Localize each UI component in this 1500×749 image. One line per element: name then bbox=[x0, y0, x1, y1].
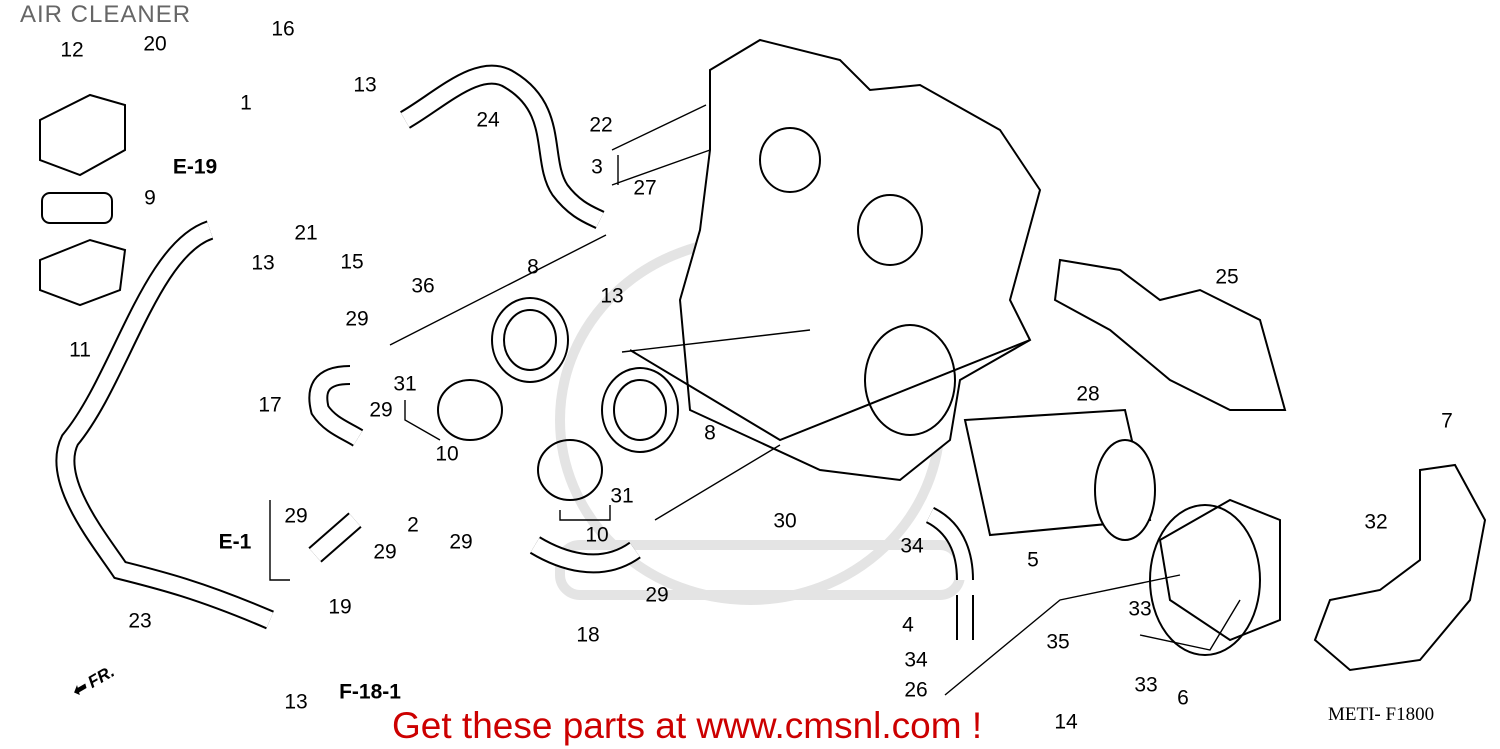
callout-7[interactable]: 7 bbox=[1441, 409, 1453, 433]
callout-3[interactable]: 3 bbox=[591, 155, 603, 179]
band-10-upper bbox=[437, 379, 503, 441]
callout-8[interactable]: 8 bbox=[704, 421, 716, 445]
callout-5[interactable]: 5 bbox=[1027, 548, 1039, 572]
callout-28[interactable]: 28 bbox=[1076, 382, 1100, 406]
callout-11[interactable]: 11 bbox=[69, 338, 91, 362]
callout-29[interactable]: 29 bbox=[449, 530, 473, 554]
callout-25[interactable]: 25 bbox=[1215, 265, 1239, 289]
callout-18[interactable]: 18 bbox=[576, 623, 600, 647]
callout-10[interactable]: 10 bbox=[435, 442, 459, 466]
diagram-code: METI- F1800 bbox=[1328, 704, 1435, 725]
callout-21[interactable]: 21 bbox=[294, 221, 318, 245]
callout-35[interactable]: 35 bbox=[1046, 630, 1070, 654]
callout-15[interactable]: 15 bbox=[340, 250, 364, 274]
callout-23[interactable]: 23 bbox=[128, 609, 152, 633]
callout-24[interactable]: 24 bbox=[476, 108, 500, 132]
callout-13[interactable]: 13 bbox=[600, 284, 624, 308]
callout-8[interactable]: 8 bbox=[527, 255, 539, 279]
callout-29[interactable]: 29 bbox=[645, 583, 669, 607]
callout-10[interactable]: 10 bbox=[585, 523, 609, 547]
callout-2[interactable]: 2 bbox=[407, 513, 419, 537]
callout-36[interactable]: 36 bbox=[411, 274, 435, 298]
callout-13[interactable]: 13 bbox=[353, 73, 377, 97]
callout-31[interactable]: 31 bbox=[393, 372, 417, 396]
callout-1[interactable]: 1 bbox=[240, 91, 252, 115]
callout-12[interactable]: 12 bbox=[60, 38, 84, 62]
holder-11 bbox=[39, 238, 127, 307]
callout-34[interactable]: 34 bbox=[904, 648, 928, 672]
callout-4[interactable]: 4 bbox=[902, 613, 914, 637]
air-cleaner-case bbox=[678, 38, 1042, 482]
callout-22[interactable]: 22 bbox=[589, 113, 613, 137]
promo-banner[interactable]: Get these parts at www.cmsnl.com ! bbox=[392, 705, 983, 746]
callout-33[interactable]: 33 bbox=[1128, 597, 1152, 621]
reference-e-1[interactable]: E-1 bbox=[218, 530, 252, 554]
callout-30[interactable]: 30 bbox=[773, 509, 797, 533]
reference-f-18-1[interactable]: F-18-1 bbox=[339, 680, 401, 704]
callout-19[interactable]: 19 bbox=[328, 595, 352, 619]
callout-32[interactable]: 32 bbox=[1364, 510, 1388, 534]
duct-7 bbox=[1313, 463, 1487, 672]
sponge-9 bbox=[41, 192, 113, 224]
callout-9[interactable]: 9 bbox=[144, 186, 156, 210]
callout-31[interactable]: 31 bbox=[610, 484, 634, 508]
band-10-lower bbox=[537, 439, 603, 501]
callout-33[interactable]: 33 bbox=[1134, 673, 1158, 697]
callout-13[interactable]: 13 bbox=[284, 690, 308, 714]
callout-34[interactable]: 34 bbox=[900, 534, 924, 558]
callout-29[interactable]: 29 bbox=[345, 307, 369, 331]
callout-26[interactable]: 26 bbox=[904, 678, 928, 702]
cover-6 bbox=[1158, 498, 1281, 642]
callout-6[interactable]: 6 bbox=[1177, 686, 1189, 710]
callout-16[interactable]: 16 bbox=[271, 17, 295, 41]
callout-13[interactable]: 13 bbox=[251, 251, 275, 275]
reference-e-19[interactable]: E-19 bbox=[172, 155, 218, 179]
callout-29[interactable]: 29 bbox=[373, 540, 397, 564]
callout-27[interactable]: 27 bbox=[633, 176, 657, 200]
plate-25 bbox=[1053, 258, 1287, 411]
callout-20[interactable]: 20 bbox=[143, 32, 167, 56]
diagram-title: AIR CLEANER bbox=[20, 1, 192, 28]
callout-14[interactable]: 14 bbox=[1054, 710, 1078, 734]
callout-29[interactable]: 29 bbox=[284, 504, 308, 528]
callout-29[interactable]: 29 bbox=[369, 398, 393, 422]
callout-17[interactable]: 17 bbox=[258, 393, 282, 417]
drain-cap-12 bbox=[39, 93, 126, 177]
